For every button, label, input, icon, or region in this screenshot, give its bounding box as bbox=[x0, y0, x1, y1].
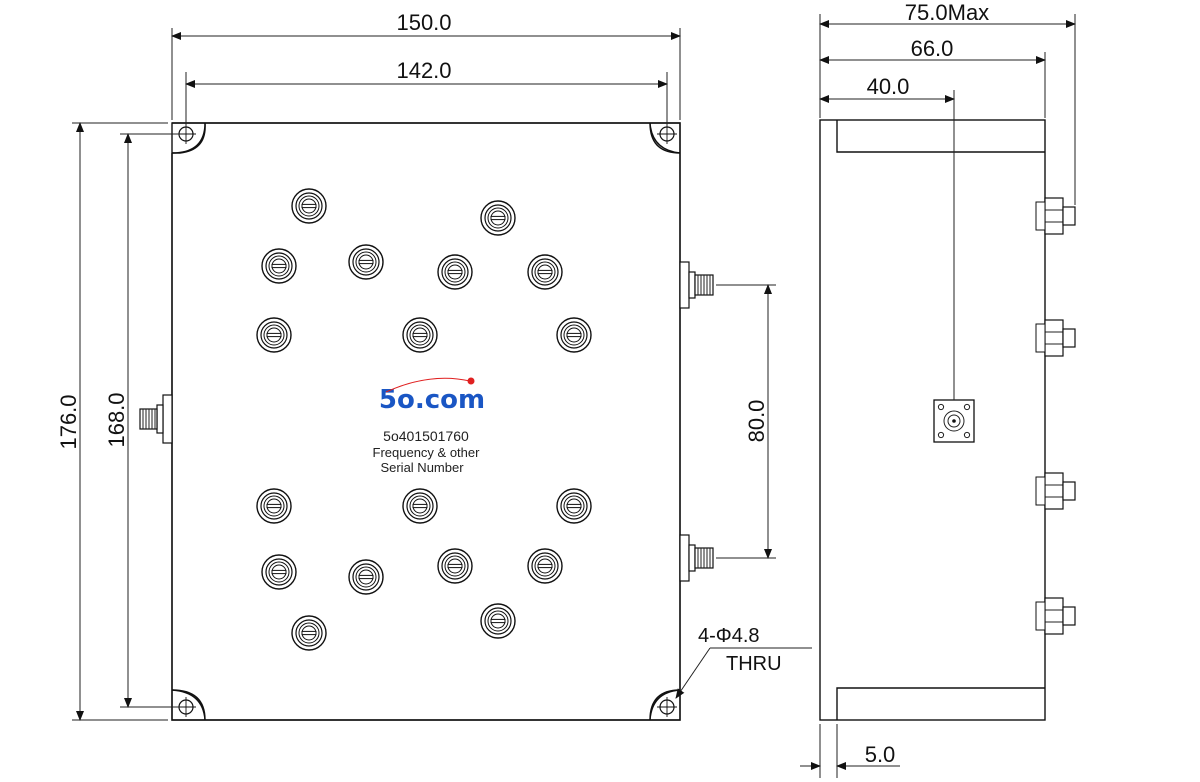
tuning-screw-icon bbox=[480, 603, 516, 639]
sma-connector-left-icon bbox=[139, 394, 173, 444]
side-stud-icon bbox=[1035, 197, 1076, 235]
hole-spec: 4-Φ4.8 bbox=[698, 625, 760, 647]
tuning-screw-icon bbox=[437, 254, 473, 290]
tuning-screw-icon bbox=[256, 317, 292, 353]
enclosure-frame bbox=[171, 122, 681, 721]
sma-connector-right-bottom-icon bbox=[679, 534, 714, 582]
front-dimensions: 150.0 142.0 176.0 168.0 80.0 4-Φ4.8 THRU bbox=[56, 10, 812, 721]
side-stud-icon bbox=[1035, 319, 1076, 357]
hole-leader-line bbox=[675, 647, 711, 699]
tuning-screw-icon bbox=[261, 554, 297, 590]
tuning-screw-icon bbox=[402, 488, 438, 524]
mounting-hole-icon bbox=[656, 696, 678, 718]
tuning-screw-icon bbox=[556, 488, 592, 524]
dim-depth-body: 66.0 bbox=[911, 36, 954, 61]
logo-dot-icon bbox=[467, 377, 475, 385]
part-number: 5o401501760 bbox=[383, 428, 469, 444]
tuning-screw-icon bbox=[291, 615, 327, 651]
side-enclosure bbox=[819, 119, 1046, 721]
dim-depth-max: 75.0Max bbox=[905, 0, 989, 25]
side-stud-icon bbox=[1035, 597, 1076, 635]
side-dimensions: 75.0Max 66.0 40.0 5.0 bbox=[800, 0, 1076, 778]
tuning-screw-icon bbox=[348, 559, 384, 595]
dim-width-overall: 150.0 bbox=[396, 10, 451, 35]
side-view bbox=[819, 119, 1076, 721]
tuning-screw-icon bbox=[527, 548, 563, 584]
tuning-screws bbox=[256, 188, 592, 651]
tuning-screw-icon bbox=[480, 200, 516, 236]
tuning-screw-icon bbox=[402, 317, 438, 353]
tuning-screw-icon bbox=[348, 244, 384, 280]
label-line-2: Frequency & other bbox=[373, 445, 481, 460]
product-label: 5o.com 5o401501760 Frequency & other Ser… bbox=[373, 377, 485, 475]
label-line-3: Serial Number bbox=[380, 460, 464, 475]
hole-type: THRU bbox=[726, 653, 782, 675]
tuning-screw-icon bbox=[527, 254, 563, 290]
front-view: 5o.com 5o401501760 Frequency & other Ser… bbox=[139, 122, 714, 721]
tuning-screw-icon bbox=[261, 248, 297, 284]
logo-text: 5o.com bbox=[379, 385, 485, 415]
tuning-screw-icon bbox=[437, 548, 473, 584]
dim-width-mount: 142.0 bbox=[396, 58, 451, 83]
dim-height-mount: 168.0 bbox=[104, 392, 129, 447]
side-studs bbox=[1035, 197, 1076, 635]
dim-flange: 5.0 bbox=[865, 742, 896, 767]
tuning-screw-icon bbox=[556, 317, 592, 353]
enclosure-outline bbox=[171, 122, 681, 721]
side-stud-icon bbox=[1035, 472, 1076, 510]
tuning-screw-icon bbox=[256, 488, 292, 524]
center-connector-icon bbox=[933, 399, 975, 443]
dim-depth-connector: 40.0 bbox=[867, 74, 910, 99]
mounting-hole-icon bbox=[656, 123, 678, 145]
dim-port-spacing: 80.0 bbox=[744, 400, 769, 443]
sma-connector-right-top-icon bbox=[679, 261, 714, 309]
dim-height-overall: 176.0 bbox=[56, 394, 81, 449]
tuning-screw-icon bbox=[291, 188, 327, 224]
